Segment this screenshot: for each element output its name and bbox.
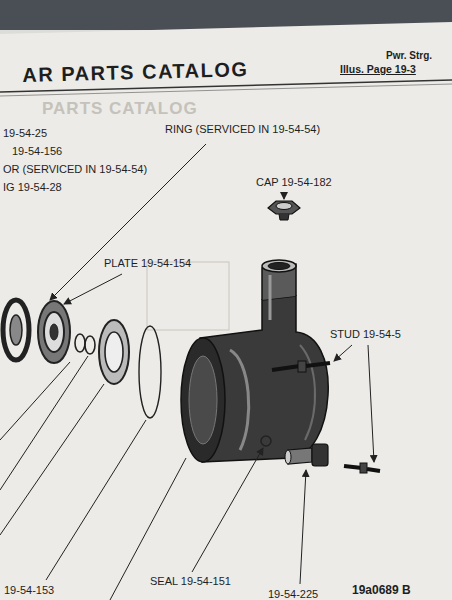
part-label: PLATE 19-54-154: [104, 257, 191, 269]
header-rule-thin: [0, 84, 452, 96]
part-number: 19-54-225: [268, 588, 318, 600]
leader-lines: [0, 144, 374, 600]
part-label: CAP 19-54-182: [256, 176, 332, 188]
part-label: SEAL 19-54-151: [150, 575, 231, 587]
part-number: 19-54-156: [12, 145, 62, 157]
stud-part: [272, 361, 380, 473]
part-label: OR (SERVICED IN 19-54-54): [3, 163, 147, 175]
bleed-through-stamp: [147, 262, 229, 330]
paper-page: [0, 22, 452, 600]
page-reference: Illus. Page 19-3: [340, 64, 416, 76]
rings-group: [3, 300, 161, 418]
cap-part: [268, 201, 300, 220]
fitting-part: [285, 444, 328, 466]
part-label: STUD 19-54-5: [330, 328, 401, 340]
part-label: IG 19-54-28: [3, 181, 62, 193]
figure-number: 19a0689 B: [352, 584, 411, 597]
part-number: 19-54-153: [4, 584, 54, 596]
pump-housing: [181, 260, 328, 462]
bleed-through-text: PARTS CATALOG: [42, 100, 198, 119]
part-label: RING (SERVICED IN 19-54-54): [165, 123, 320, 135]
seal-ring: [261, 436, 271, 446]
part-number: 19-54-25: [3, 127, 47, 139]
header-note: Pwr. Strg.: [386, 50, 432, 61]
